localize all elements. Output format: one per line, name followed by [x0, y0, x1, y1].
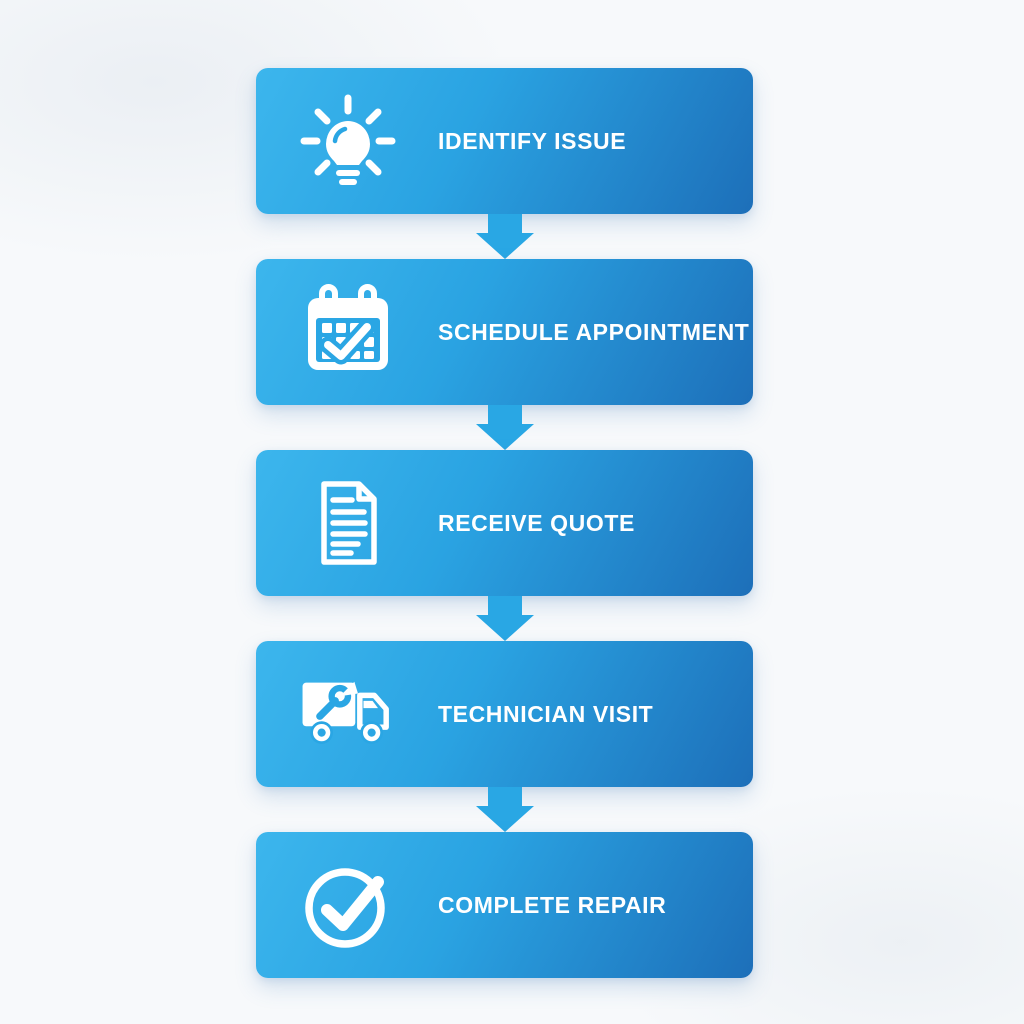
- check-circle-icon: [298, 855, 398, 955]
- step-complete-repair: COMPLETE REPAIR: [256, 832, 753, 978]
- calendar-check-icon: [298, 282, 398, 382]
- step-label: SCHEDULE APPOINTMENT: [438, 318, 750, 345]
- document-icon: [298, 473, 398, 573]
- step-label: COMPLETE REPAIR: [438, 891, 667, 918]
- service-truck-icon: [298, 664, 398, 764]
- step-technician-visit: TECHNICIAN VISIT: [256, 641, 753, 787]
- repair-process-flowchart: IDENTIFY ISSUE: [256, 68, 753, 978]
- down-arrow-icon: [256, 596, 753, 641]
- down-arrow-icon: [256, 214, 753, 259]
- step-receive-quote: RECEIVE QUOTE: [256, 450, 753, 596]
- step-label: IDENTIFY ISSUE: [438, 127, 627, 154]
- step-label: RECEIVE QUOTE: [438, 509, 635, 536]
- down-arrow-icon: [256, 787, 753, 832]
- step-label: TECHNICIAN VISIT: [438, 700, 654, 727]
- step-identify-issue: IDENTIFY ISSUE: [256, 68, 753, 214]
- down-arrow-icon: [256, 405, 753, 450]
- lightbulb-icon: [298, 91, 398, 191]
- step-schedule-appointment: SCHEDULE APPOINTMENT: [256, 259, 753, 405]
